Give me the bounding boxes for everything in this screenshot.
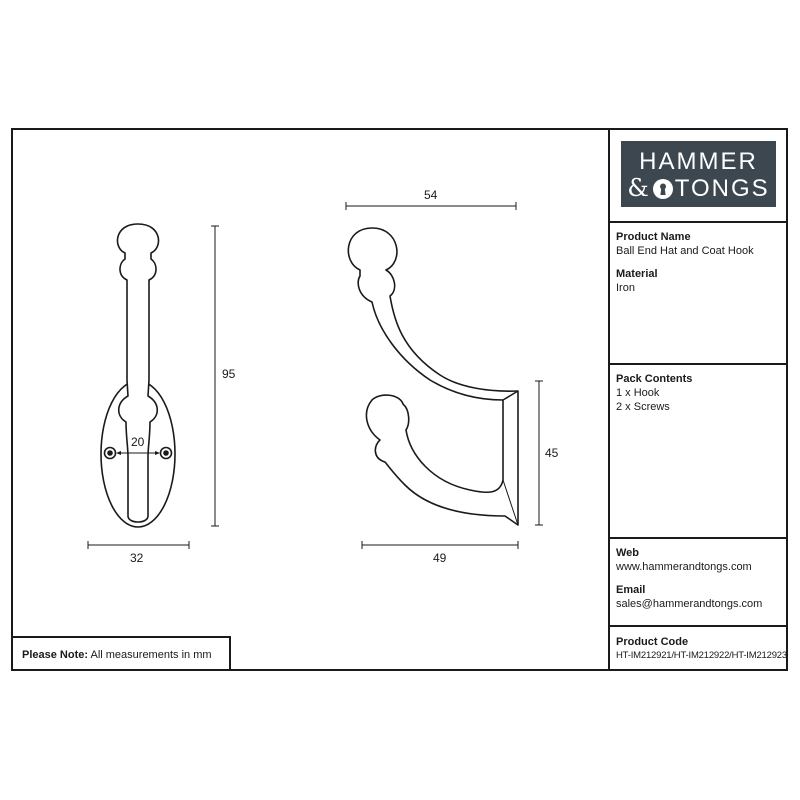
code-label: Product Code [616,636,689,648]
contact-section: Web www.hammerandtongs.com Email sales@h… [608,539,788,618]
pack-item: 2 x Screws [616,401,670,413]
screw-hole-left [103,446,117,460]
measurement-note: Please Note: All measurements in mm [11,636,231,671]
side-view [347,227,519,526]
keyhole-icon [652,178,674,200]
dim-side-bottom-width: 49 [433,551,447,565]
side-dimensions [345,202,543,549]
front-view [100,223,176,528]
dim-front-width: 32 [130,551,144,565]
dim-side-lower-height: 45 [545,446,559,460]
side-hook-outline [347,227,519,526]
web-label: Web [616,547,640,559]
note-text: All measurements in mm [90,649,212,661]
dim-front-height: 95 [222,367,236,381]
pack-label: Pack Contents [616,373,693,385]
material-label: Material [616,268,658,280]
brand-line1: HAMMER [639,148,758,175]
pack-item: 1 x Hook [616,387,660,399]
dim-screw-spacing: 20 [131,435,145,449]
divider [608,221,788,223]
code-value: HT-IM212921/HT-IM212922/HT-IM212923 [616,650,787,661]
email-link[interactable]: sales@hammerandtongs.com [616,598,763,610]
product-section: Product Name Ball End Hat and Coat Hook … [608,223,788,302]
screw-hole-right-center [163,450,169,456]
brand-logo: HAMMER & TONGS [621,141,776,207]
screw-hole-right [159,446,173,460]
info-panel [608,128,788,671]
product-name-value: Ball End Hat and Coat Hook [616,245,754,257]
divider [608,625,788,627]
product-name-label: Product Name [616,231,691,243]
screw-hole-left-center [107,450,113,456]
front-hook-outline [116,223,160,523]
divider [608,537,788,539]
material-value: Iron [616,282,635,294]
drawing-frame [11,128,788,671]
web-link[interactable]: www.hammerandtongs.com [616,561,752,573]
divider [608,363,788,365]
code-section: Product Code HT-IM212921/HT-IM212922/HT-… [608,627,788,670]
dim-side-top-width: 54 [424,188,438,202]
front-dimensions [87,225,219,549]
brand-line2: & TONGS [621,174,776,203]
brand-word: TONGS [674,175,770,202]
note-label: Please Note: [22,649,89,661]
brand-ampersand: & [627,174,651,202]
email-label: Email [616,584,646,596]
pack-section: Pack Contents 1 x Hook 2 x Screws [608,365,788,421]
